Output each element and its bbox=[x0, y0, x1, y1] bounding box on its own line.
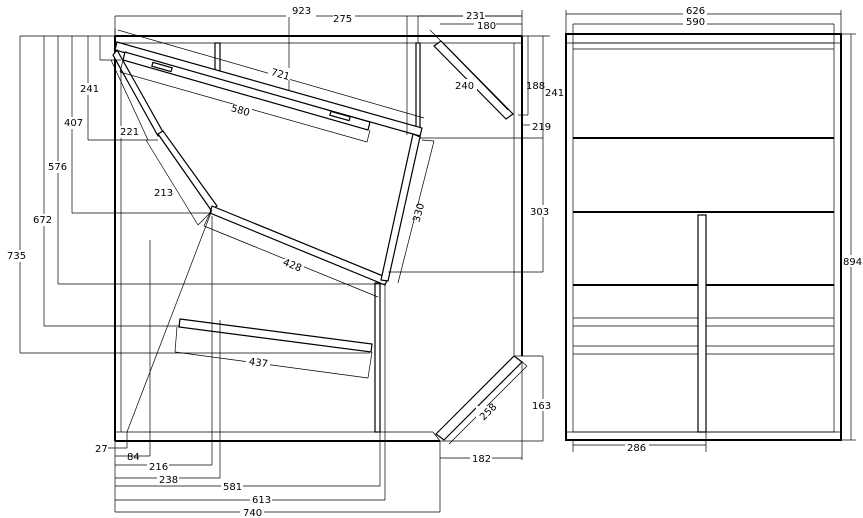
dim-238: 238 bbox=[159, 475, 178, 486]
dim-923: 923 bbox=[292, 6, 311, 17]
dim-216: 216 bbox=[149, 462, 168, 473]
dim-221: 221 bbox=[120, 127, 139, 138]
dimension-labels: 923 275 231 180 626 590 241 407 576 672 … bbox=[6, 5, 863, 518]
dim-581: 581 bbox=[223, 482, 242, 493]
dim-580: 580 bbox=[229, 103, 250, 119]
dim-894: 894 bbox=[843, 257, 862, 268]
dim-735: 735 bbox=[7, 251, 26, 262]
dim-240: 240 bbox=[455, 81, 474, 92]
dim-275: 275 bbox=[333, 14, 352, 25]
plan-inner-boards bbox=[112, 40, 514, 433]
dim-163: 163 bbox=[532, 401, 551, 412]
plan-dimension-lines bbox=[19, 10, 550, 513]
dim-231: 231 bbox=[466, 11, 485, 22]
dim-303: 303 bbox=[530, 207, 549, 218]
dim-672: 672 bbox=[33, 215, 52, 226]
dim-188: 188 bbox=[526, 81, 545, 92]
side-elevation bbox=[565, 10, 856, 452]
dim-213: 213 bbox=[154, 188, 173, 199]
dim-241-right: 241 bbox=[545, 88, 564, 99]
dim-27: 27 bbox=[95, 444, 108, 455]
dim-721: 721 bbox=[269, 67, 290, 83]
dim-437: 437 bbox=[248, 357, 268, 371]
dim-590: 590 bbox=[686, 17, 705, 28]
dim-180: 180 bbox=[477, 21, 496, 32]
dim-407: 407 bbox=[64, 118, 83, 129]
dim-740: 740 bbox=[243, 508, 262, 518]
dim-241-left: 241 bbox=[80, 84, 99, 95]
dim-219: 219 bbox=[532, 122, 551, 133]
dim-286: 286 bbox=[627, 443, 646, 454]
dim-84: 84 bbox=[127, 452, 140, 463]
dim-330: 330 bbox=[412, 202, 428, 223]
dim-576: 576 bbox=[48, 162, 67, 173]
dim-258: 258 bbox=[478, 402, 499, 423]
dim-626: 626 bbox=[686, 6, 705, 17]
dim-182: 182 bbox=[472, 454, 491, 465]
plan-carcass bbox=[114, 35, 523, 442]
dim-613: 613 bbox=[252, 495, 271, 506]
